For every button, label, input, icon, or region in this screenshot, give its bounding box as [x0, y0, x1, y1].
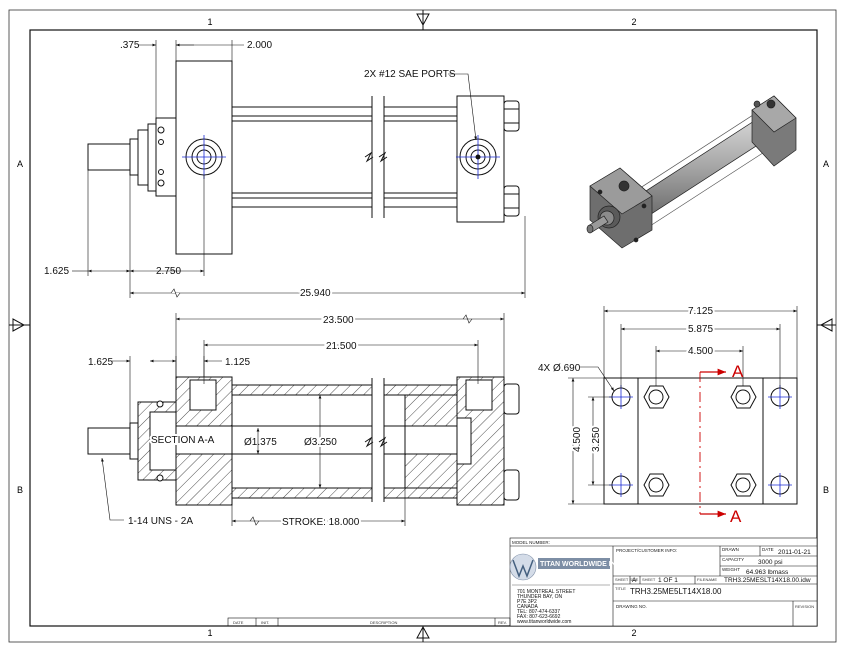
address-line-3: P7E 3P2 — [517, 599, 537, 605]
address-line-7: www.titanworldwide.com — [517, 619, 571, 625]
dim-3250: 3.250 — [591, 427, 602, 452]
stroke-length: STROKE: 18.000 — [282, 517, 360, 528]
dim-2750: 2.750 — [156, 266, 181, 277]
centering-marks — [9, 10, 836, 642]
zone-left-a: A — [17, 159, 23, 169]
weight-value: 64.963 lbmass — [746, 569, 789, 576]
weight-label: WEIGHT — [722, 567, 740, 572]
revision-label: REVISION — [795, 604, 814, 609]
dim-23500: 23.500 — [323, 315, 354, 326]
dim-1625-top: 1.625 — [44, 266, 69, 277]
rev-col-rev: REV. — [498, 620, 507, 625]
section-title: SECTION A-A — [151, 435, 215, 446]
section-view-dimensions — [101, 313, 505, 526]
date-label: DATE — [762, 547, 774, 552]
thread-spec: 1-14 UNS - 2A — [128, 516, 193, 527]
sheet-label: SHEET — [642, 577, 656, 582]
zone-right-b: B — [823, 485, 829, 495]
address-line-5: TEL: 807-474-6337 — [517, 609, 560, 615]
sheet-size-value: A — [632, 577, 637, 584]
dim-1625-section: 1.625 — [88, 357, 113, 368]
date-value: 2011-01-21 — [778, 549, 811, 556]
rev-col-init: INIT. — [261, 620, 269, 625]
sheet-size-label: SHEET SIZE — [615, 577, 639, 582]
holes-callout: 4X Ø.690 — [538, 363, 581, 374]
bore-diameter: Ø3.250 — [304, 437, 337, 448]
zone-right-a: A — [823, 159, 829, 169]
zone-top-2: 2 — [631, 17, 636, 27]
ports-callout: 2X #12 SAE PORTS — [364, 69, 456, 80]
top-view — [87, 60, 520, 255]
title-value: TRH3.25ME5LT14X18.00 — [630, 587, 722, 596]
address-line-4: CANADA — [517, 604, 539, 610]
address-line-1: 701 MONTREAL STREET — [517, 589, 575, 595]
capacity-value: 3000 psi — [758, 559, 783, 566]
dim-375: .375 — [120, 40, 140, 51]
address-line-2: THUNDER BAY, ON — [517, 594, 562, 600]
dim-25940: 25.940 — [300, 288, 331, 299]
section-mark-bottom: A — [730, 507, 742, 526]
top-view-dimensions — [72, 40, 526, 298]
zone-bottom-2: 2 — [631, 628, 636, 638]
dim-4500-horizontal: 4.500 — [688, 346, 713, 357]
filename-value: TRH3.25MESLT14X18.00.idw — [724, 577, 811, 584]
rev-col-date: DATE — [233, 620, 244, 625]
dim-4500-vertical: 4.500 — [572, 427, 583, 452]
section-view — [87, 376, 520, 506]
dim-2000: 2.000 — [247, 40, 272, 51]
isometric-view — [586, 95, 797, 249]
drawing-no-label: DRAWING NO. — [616, 604, 647, 609]
company-name: TITAN WORLDWIDE INC. — [540, 561, 623, 568]
zone-left-b: B — [17, 485, 23, 495]
model-number-label: MODEL NUMBER: — [512, 540, 550, 545]
drawn-label: DRAWN — [722, 547, 739, 552]
address-line-6: FAX: 807-623-6692 — [517, 614, 561, 620]
project-label: PROJECT/CUSTOMER INFO: — [616, 548, 677, 553]
section-mark-top: A — [732, 362, 744, 381]
end-view-dimensions — [568, 306, 798, 505]
capacity-label: CAPACITY — [722, 557, 744, 562]
sheet-value: 1 OF 1 — [658, 577, 678, 584]
zone-labels: 1 2 1 2 A B A B — [17, 17, 829, 638]
top-view-dim-text: .375 2.000 1.625 2.750 25.940 2X #12 SAE… — [44, 40, 456, 301]
rev-col-description: DESCRIPTION — [370, 620, 397, 625]
zone-bottom-1: 1 — [207, 628, 212, 638]
dim-7125: 7.125 — [688, 306, 713, 317]
section-view-dim-text: 23.500 21.500 1.625 1.125 SECTION A-A Ø1… — [88, 313, 362, 530]
rod-diameter: Ø1.375 — [244, 437, 277, 448]
dim-1125: 1.125 — [225, 357, 250, 368]
dim-21500: 21.500 — [326, 341, 357, 352]
dim-5875: 5.875 — [688, 324, 713, 335]
filename-label: FILENAME — [697, 577, 717, 582]
title-label: TITLE — [615, 586, 626, 591]
end-view-dim-text: 7.125 5.875 4.500 4.500 3.250 4X Ø.690 A… — [538, 304, 744, 526]
title-block — [227, 537, 818, 627]
zone-top-1: 1 — [207, 17, 212, 27]
end-view — [603, 368, 798, 518]
title-block-text: MODEL NUMBER: TITAN WORLDWIDE INC. 701 M… — [233, 540, 814, 625]
